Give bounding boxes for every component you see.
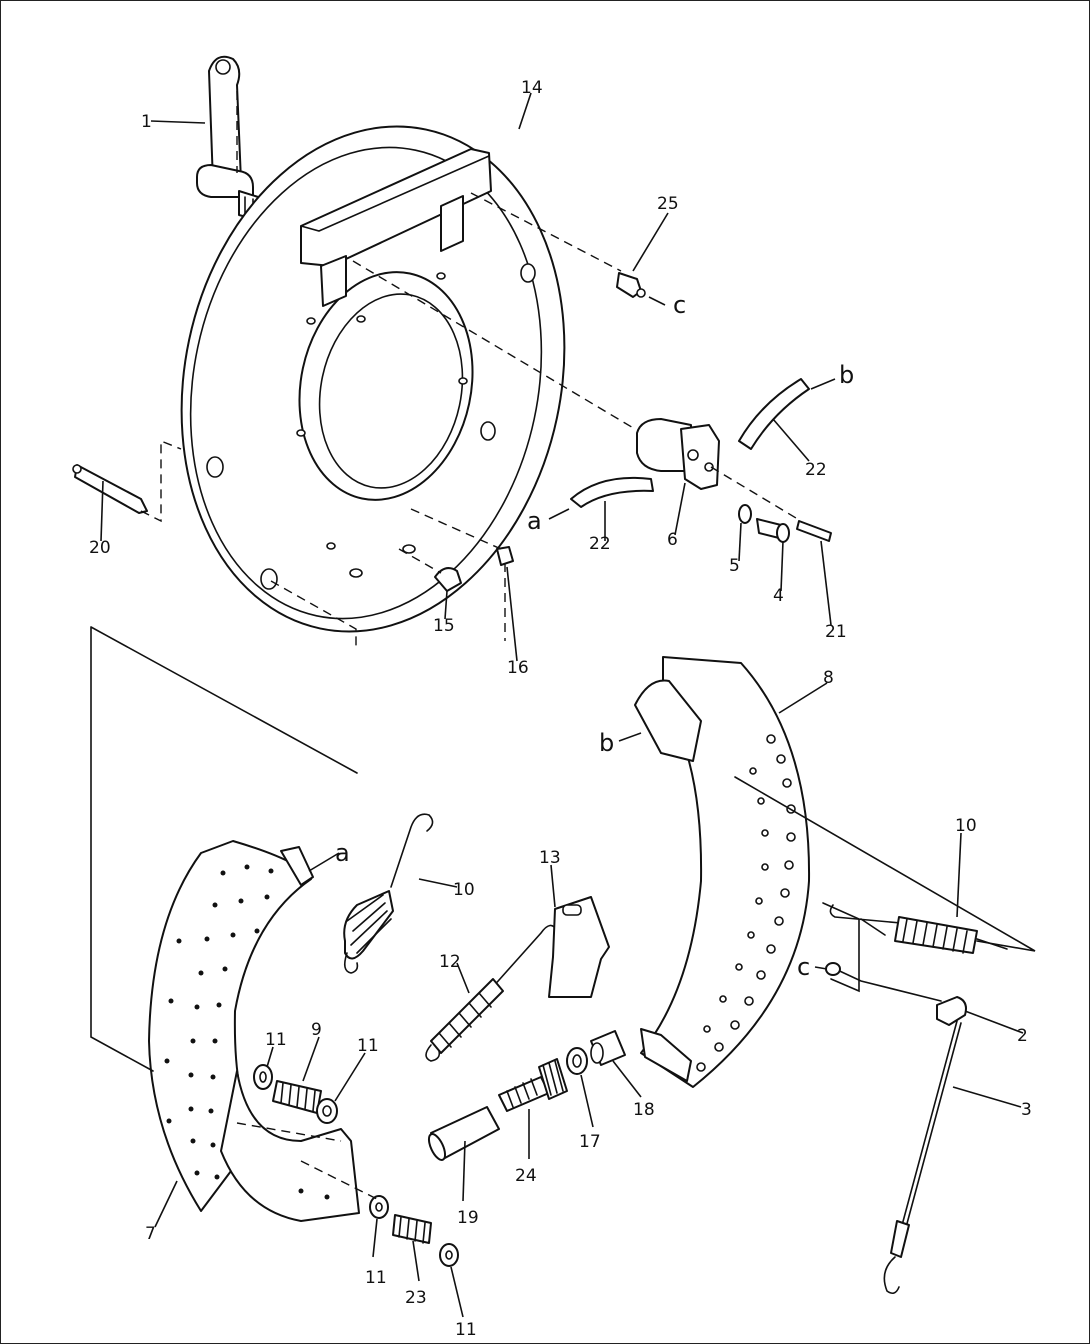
label-part-24: 24 [515,1166,537,1186]
part-24-adjuster-screw [498,1058,568,1112]
label-part-12: 12 [439,952,461,972]
part-12-spring [425,924,558,1062]
label-part-22-upper: 22 [805,460,827,480]
part-6-wheel-cylinder [636,418,720,490]
label-part-10-left: 10 [453,880,475,900]
part-11-washer-b [316,1098,338,1124]
part-25-bleeder [616,272,646,298]
label-part-18: 18 [633,1100,655,1120]
label-part-25: 25 [657,194,679,214]
part-10-spring-right [829,904,1008,954]
part-14-backing-plate [180,125,566,633]
label-part-4: 4 [773,586,784,606]
label-part-11-b: 11 [357,1036,379,1056]
label-part-11-d: 11 [455,1320,477,1340]
part-21-pin [796,520,832,542]
part-5-washer [738,504,752,524]
reference-letters: a a b b c c [335,291,854,981]
label-part-13: 13 [539,848,561,868]
part-3-cable [883,1020,962,1295]
label-part-16: 16 [507,658,529,678]
leader-lines [100,92,1024,1318]
label-part-7: 7 [145,1224,156,1244]
part-11-washer-a [253,1064,273,1090]
part-20-bolt [72,464,148,514]
part-7-rivets [164,864,330,1200]
label-part-15: 15 [433,616,455,636]
label-part-11-c: 11 [365,1268,387,1288]
label-part-22-lower: 22 [589,534,611,554]
ref-c-cable: c [797,953,810,981]
assembly-lines [90,91,1036,1202]
label-part-8: 8 [823,668,834,688]
label-part-21: 21 [825,622,847,642]
label-part-23: 23 [405,1288,427,1308]
label-part-2: 2 [1017,1026,1028,1046]
part-18-nut [590,1030,626,1066]
part-22-pipe-upper [738,378,810,450]
part-16-plug [496,546,514,566]
part-11-washer-c [369,1195,389,1219]
label-part-5: 5 [729,556,740,576]
ref-a-shoe: a [335,839,350,867]
part-13-plate [548,896,610,998]
label-part-14: 14 [521,78,543,98]
label-part-11-a: 11 [265,1030,287,1050]
ref-a-cylinder: a [527,507,542,535]
label-part-3: 3 [1021,1100,1032,1120]
part-15-clip [434,567,462,592]
part-8-rivets [696,734,796,1072]
label-part-6: 6 [667,530,678,550]
part-2-guide [825,962,967,1026]
part-7-brake-shoe-left [148,840,360,1222]
part-10-spring-left [343,813,434,974]
part-11-washer-d [439,1243,459,1267]
part-8-brake-shoe-right [634,656,811,1088]
part-9-spring [272,1080,322,1114]
part-19-adjuster-housing [427,1106,500,1161]
part-4-bolt [756,518,790,543]
label-part-17: 17 [579,1132,601,1152]
part-labels: 1 2 3 4 5 6 7 8 9 10 10 11 11 11 11 12 1… [89,78,1032,1340]
label-part-19: 19 [457,1208,479,1228]
part-22-pipe-lower [570,476,654,508]
ref-c-bleeder: c [673,291,686,319]
reference-arrows [308,296,836,970]
ref-b-pipe: b [839,361,854,389]
label-part-1: 1 [141,112,152,132]
part-17-washer [566,1047,588,1075]
ref-b-shoe: b [599,729,614,757]
part-23-spring [392,1214,432,1244]
label-part-9: 9 [311,1020,322,1040]
label-part-20: 20 [89,538,111,558]
label-part-10-right: 10 [955,816,977,836]
